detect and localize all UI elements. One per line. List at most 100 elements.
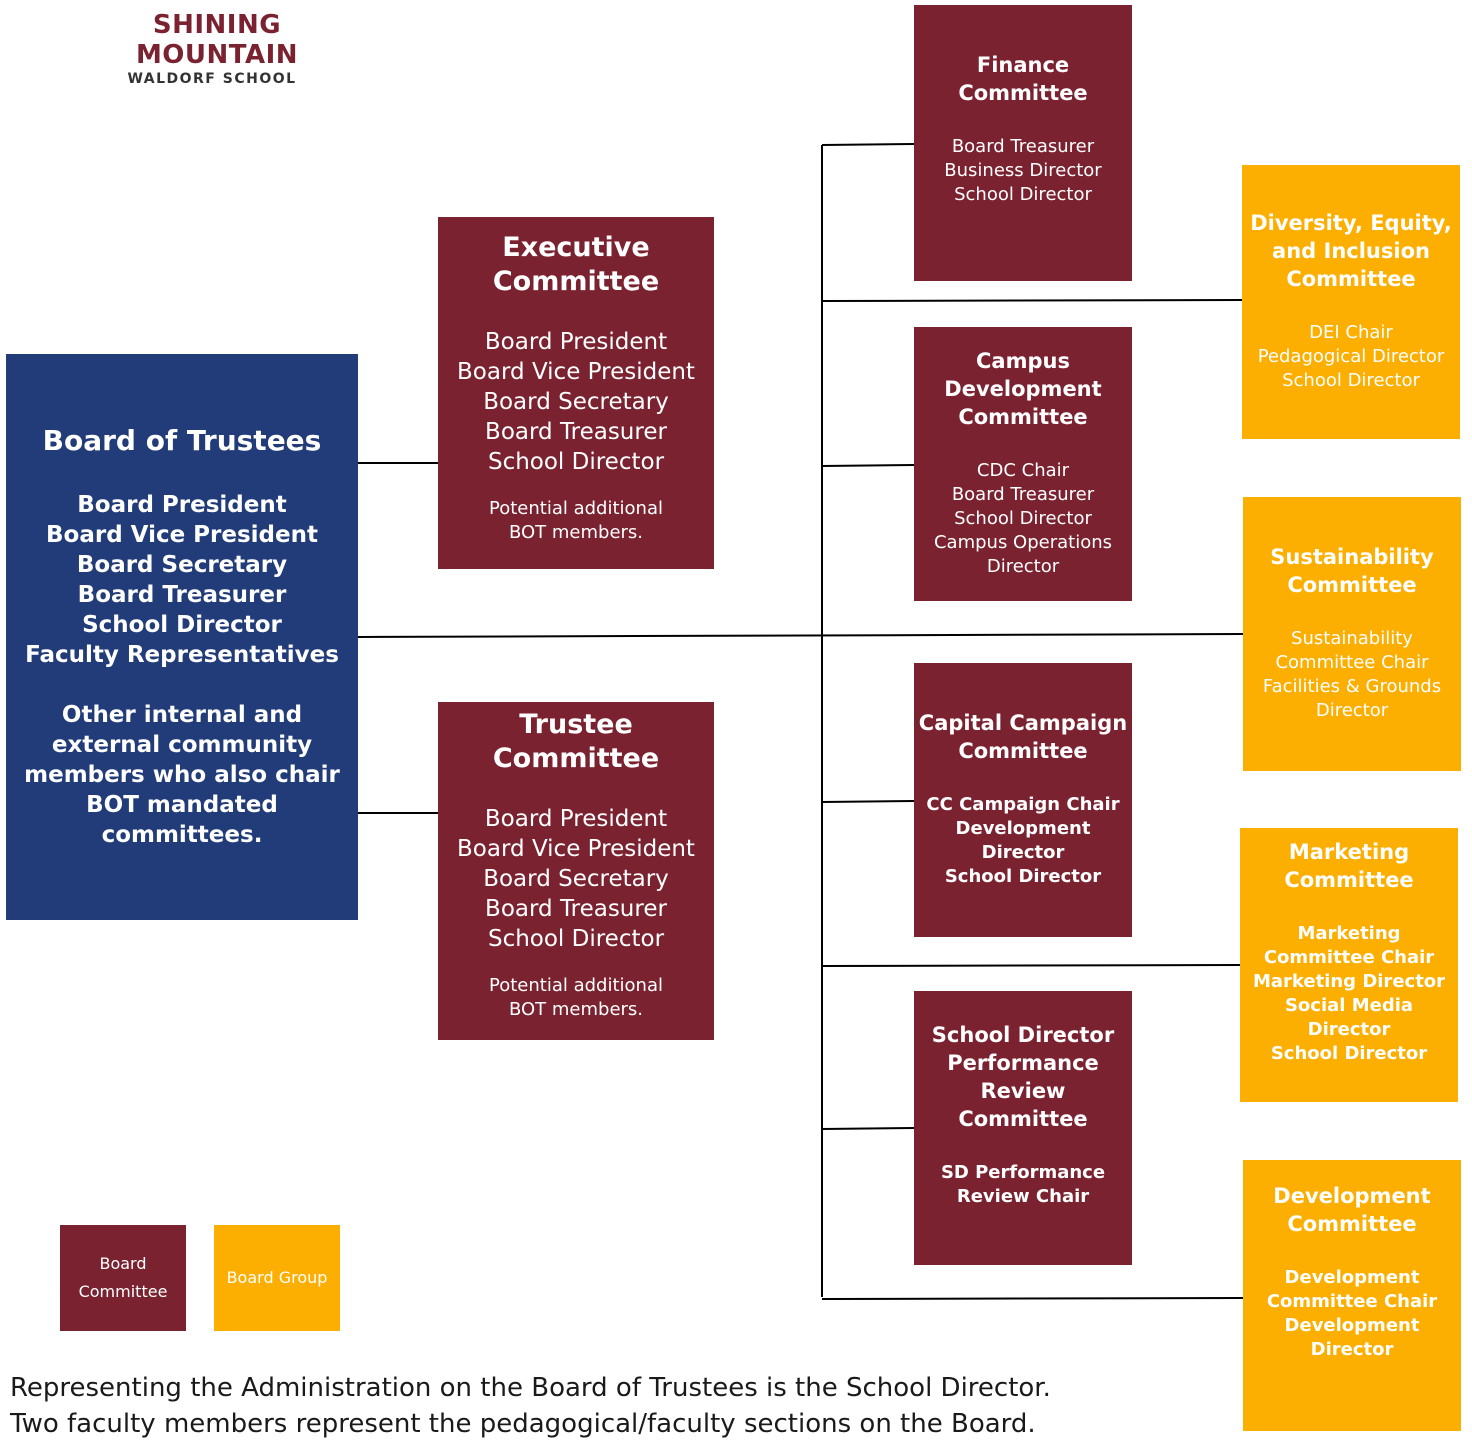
legend-committee-label-line: Committee — [78, 1282, 168, 1301]
board-of-trustees-box: Board of Trustees Board President Board … — [6, 354, 358, 920]
sustainability-committee-title: Sustainability Committee — [1243, 543, 1461, 599]
connector-finance — [821, 143, 915, 146]
finance-committee-title: Finance Committee — [914, 51, 1132, 107]
footer-text: Representing the Administration on the B… — [10, 1370, 1235, 1442]
title-line: Committee — [492, 743, 660, 774]
member: Board Vice President — [46, 522, 318, 548]
title-line: Committee — [958, 405, 1088, 429]
member: Board Treasurer — [951, 136, 1095, 157]
legend-committee-label-line: Board — [99, 1254, 147, 1273]
marketing-committee-title: Marketing Committee — [1240, 838, 1458, 894]
member: Development — [1284, 1315, 1420, 1336]
member: Board Secretary — [483, 866, 669, 892]
member: School Director — [82, 612, 282, 638]
title-line: School Director — [931, 1023, 1115, 1047]
note-line: Other internal and — [61, 702, 303, 728]
note-line: external community — [51, 732, 313, 758]
school-logo: SHINING MOUNTAIN WALDORF SCHOOL — [72, 10, 362, 88]
legend-board-committee: Board Committee — [60, 1225, 186, 1331]
connector-bot-trunk — [357, 633, 1244, 638]
member: Board President — [484, 806, 668, 832]
legend-group-label: Board Group — [226, 1268, 328, 1287]
connector-campus — [821, 464, 915, 467]
trustee-committee-members: Board President Board Vice President Boa… — [438, 804, 714, 954]
capital-campaign-committee-title: Capital Campaign Committee — [914, 709, 1132, 765]
title-line: Sustainability — [1270, 545, 1434, 569]
member: School Director — [1270, 1043, 1428, 1064]
member: Board President — [77, 492, 287, 518]
connector-sdprc — [821, 1127, 915, 1130]
title-line: and Inclusion — [1272, 239, 1430, 263]
dei-committee-title: Diversity, Equity, and Inclusion Committ… — [1242, 209, 1460, 293]
member: CDC Chair — [976, 460, 1070, 481]
note-line: BOT mandated — [86, 792, 278, 818]
trustee-committee-title: Trustee Committee — [438, 708, 714, 776]
member: School Director — [1282, 370, 1420, 391]
development-committee-box: Development Committee Development Commit… — [1243, 1160, 1461, 1431]
connector-capital — [821, 800, 915, 803]
title-line: Committee — [1287, 1212, 1417, 1236]
member: CC Campaign Chair — [926, 794, 1120, 815]
title-line: Committee — [958, 739, 1088, 763]
member: Board Vice President — [457, 836, 695, 862]
member: Director — [986, 556, 1060, 577]
title-line: Marketing — [1288, 840, 1410, 864]
title-line: Trustee — [519, 709, 633, 740]
capital-campaign-committee-box: Capital Campaign Committee CC Campaign C… — [914, 663, 1132, 937]
campus-development-committee-members: CDC Chair Board Treasurer School Directo… — [914, 459, 1132, 579]
sustainability-committee-members: Sustainability Committee Chair Facilitie… — [1243, 627, 1461, 723]
member: Director — [1310, 1339, 1394, 1360]
member: Facilities & Grounds — [1262, 676, 1442, 697]
board-of-trustees-members: Board President Board Vice President Boa… — [6, 490, 358, 670]
title-line: Committee — [1286, 267, 1416, 291]
member: Review Chair — [956, 1186, 1090, 1207]
development-committee-members: Development Committee Chair Development … — [1243, 1266, 1461, 1362]
legend-board-group: Board Group — [214, 1225, 340, 1331]
member: Committee Chair — [1266, 1291, 1438, 1312]
member: Marketing Director — [1252, 971, 1446, 992]
capital-campaign-committee-members: CC Campaign Chair Development Director S… — [914, 793, 1132, 889]
executive-committee-title: Executive Committee — [438, 231, 714, 299]
title-line: Review — [980, 1079, 1066, 1103]
note-line: Potential additional — [489, 498, 663, 519]
title-line: Development — [944, 377, 1102, 401]
member: Committee Chair — [1263, 947, 1435, 968]
title-line: Finance — [976, 53, 1070, 77]
member: Development — [1284, 1267, 1420, 1288]
dei-committee-members: DEI Chair Pedagogical Director School Di… — [1242, 321, 1460, 393]
logo-subtitle: WALDORF SCHOOL — [127, 71, 297, 87]
member: Board President — [484, 329, 668, 355]
member: DEI Chair — [1309, 322, 1393, 343]
finance-committee-box: Finance Committee Board Treasurer Busine… — [914, 5, 1132, 281]
note-line: members who also chair — [24, 762, 340, 788]
connector-development — [821, 1297, 1244, 1300]
logo-name: SHINING MOUNTAIN — [135, 10, 299, 70]
footer-line: Representing the Administration on the B… — [10, 1373, 1051, 1403]
member: Board Treasurer — [485, 419, 667, 445]
member: Director — [981, 842, 1065, 863]
member: Business Director — [944, 160, 1102, 181]
title-line: Development — [1273, 1184, 1431, 1208]
finance-committee-members: Board Treasurer Business Director School… — [914, 135, 1132, 207]
trustee-committee-box: Trustee Committee Board President Board … — [438, 702, 714, 1040]
title-line: Campus — [976, 349, 1070, 373]
member: Board Secretary — [483, 389, 669, 415]
member: Faculty Representatives — [25, 642, 339, 668]
executive-committee-box: Executive Committee Board President Boar… — [438, 217, 714, 569]
member: Development — [955, 818, 1091, 839]
title-line: Committee — [492, 266, 660, 297]
member: School Director — [954, 508, 1092, 529]
title-line: Committee — [1287, 573, 1417, 597]
board-of-trustees-note: Other internal and external community me… — [6, 700, 358, 850]
sustainability-committee-box: Sustainability Committee Sustainability … — [1243, 497, 1461, 771]
title-line: Diversity, Equity, — [1250, 211, 1452, 235]
trustee-committee-note: Potential additional BOT members. — [438, 974, 714, 1022]
connector-dei — [821, 299, 1243, 302]
sd-performance-review-committee-box: School Director Performance Review Commi… — [914, 991, 1132, 1265]
member: Campus Operations — [933, 532, 1113, 553]
member: School Director — [487, 926, 665, 952]
sd-performance-review-committee-title: School Director Performance Review Commi… — [914, 1021, 1132, 1133]
member: Board Treasurer — [951, 484, 1095, 505]
member: Director — [1315, 700, 1389, 721]
member: Board Vice President — [457, 359, 695, 385]
